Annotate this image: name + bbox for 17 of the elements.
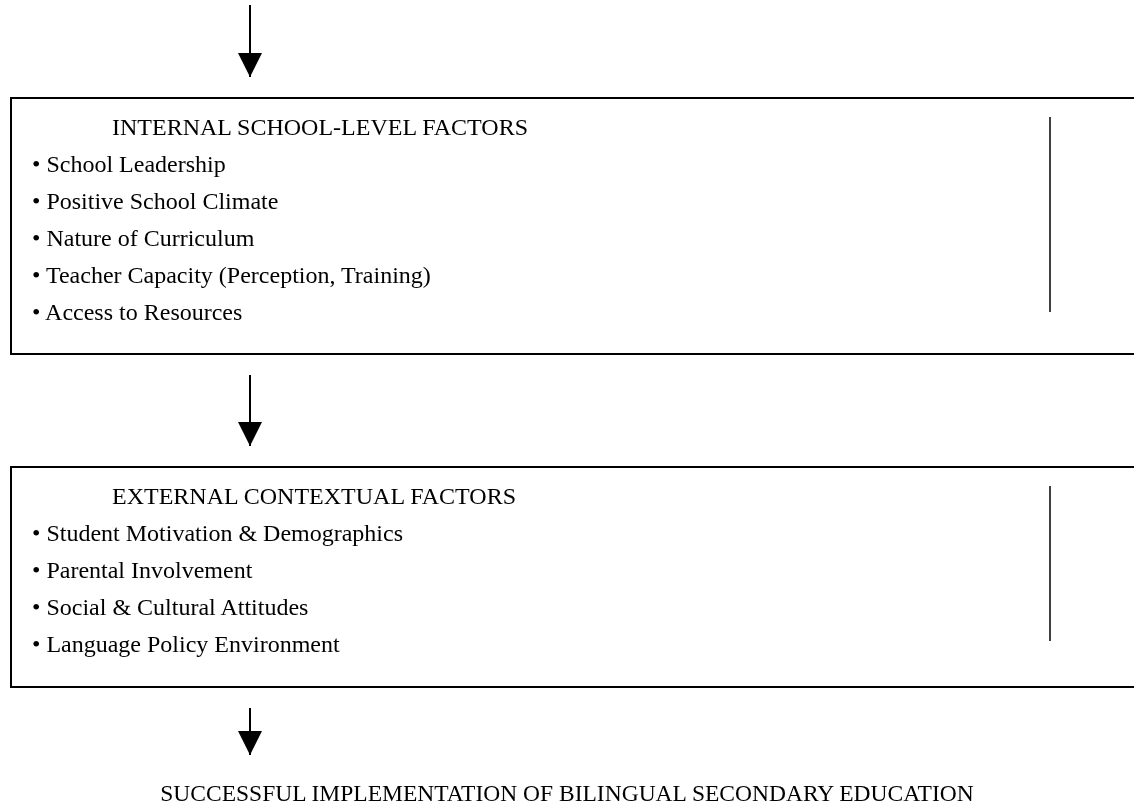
arrow bbox=[238, 374, 262, 447]
bullet-item: • Social & Cultural Attitudes bbox=[32, 593, 309, 622]
outcome-text: SUCCESSFUL IMPLEMENTATION OF BILINGUAL SECONDARY EDUCATION bbox=[160, 779, 974, 808]
arrow bbox=[238, 4, 262, 78]
box-heading: INTERNAL SCHOOL-LEVEL FACTORS bbox=[112, 113, 528, 142]
bullet-item: • Parental Involvement bbox=[32, 556, 253, 585]
box-heading: EXTERNAL CONTEXTUAL FACTORS bbox=[112, 482, 516, 511]
bullet-item: • Access to Resources bbox=[32, 298, 243, 327]
factor-box bbox=[10, 97, 1134, 355]
bullet-item: • Teacher Capacity (Perception, Training) bbox=[32, 261, 431, 290]
bullet-item: • School Leadership bbox=[32, 150, 226, 179]
bullet-item: • Student Motivation & Demographics bbox=[32, 519, 404, 548]
bullet-item: • Positive School Climate bbox=[32, 187, 279, 216]
arrow bbox=[238, 707, 262, 756]
bullet-item: • Language Policy Environment bbox=[32, 630, 340, 659]
factor-box bbox=[10, 466, 1134, 688]
bullet-item: • Nature of Curriculum bbox=[32, 224, 255, 253]
